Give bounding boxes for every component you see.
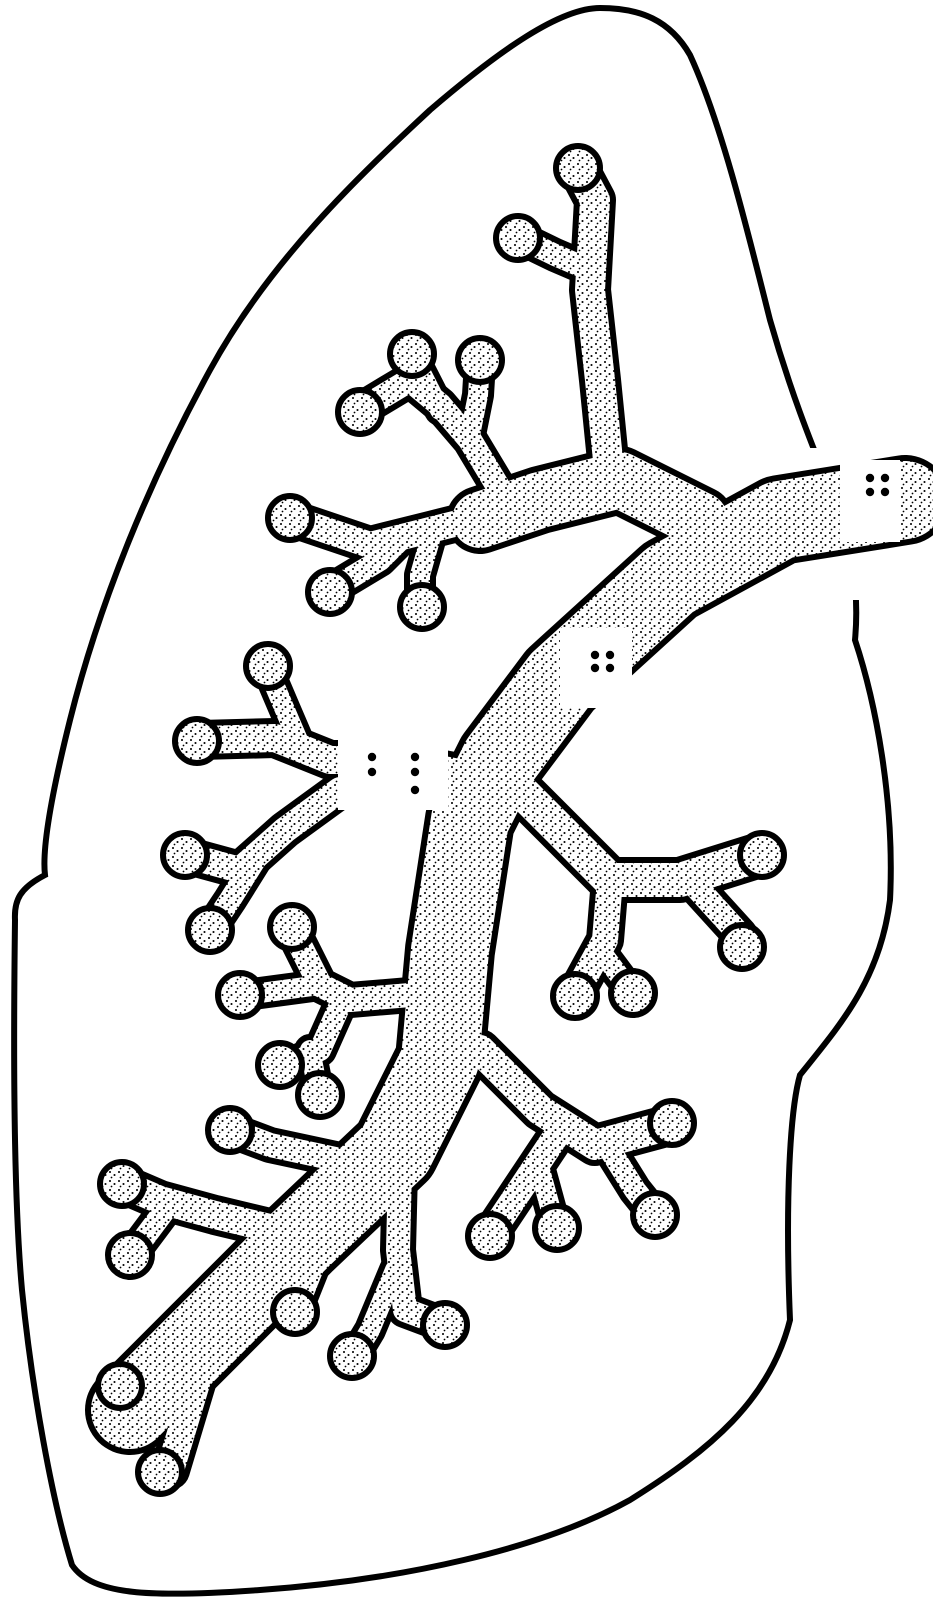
alveolar-sac bbox=[553, 974, 597, 1018]
alveolar-sac bbox=[458, 338, 502, 382]
alveolar-sac bbox=[633, 1193, 677, 1237]
alveolar-sac bbox=[720, 925, 764, 969]
alveolar-sac bbox=[496, 216, 540, 260]
break-mark bbox=[338, 740, 448, 810]
break-mark bbox=[560, 628, 632, 708]
alveolar-sac bbox=[423, 1303, 467, 1347]
alveolar-sac bbox=[390, 332, 434, 376]
alveolar-sac bbox=[330, 1334, 374, 1378]
alveolar-sac bbox=[208, 1108, 252, 1152]
alveolar-sac bbox=[298, 1073, 342, 1117]
alveolar-sac bbox=[308, 570, 352, 614]
break-mark bbox=[840, 460, 900, 542]
alveolar-sac bbox=[218, 973, 262, 1017]
alveolar-sac bbox=[338, 390, 382, 434]
alveolar-sac bbox=[650, 1101, 694, 1145]
alveolar-sac bbox=[740, 833, 784, 877]
alveolar-sac bbox=[246, 644, 290, 688]
alveolar-sac bbox=[556, 146, 600, 190]
alveolar-sac bbox=[258, 1043, 302, 1087]
alveolar-sac bbox=[98, 1364, 142, 1408]
alveolar-sac bbox=[270, 905, 314, 949]
alveolar-sac bbox=[138, 1450, 182, 1494]
alveolar-sac bbox=[108, 1233, 152, 1277]
alveolar-sac bbox=[400, 585, 444, 629]
alveolar-sac bbox=[273, 1290, 317, 1334]
alveolar-sac bbox=[468, 1214, 512, 1258]
alveolar-sac bbox=[100, 1162, 144, 1206]
bronchus-branch-fill bbox=[480, 480, 700, 520]
alveolar-sac bbox=[268, 496, 312, 540]
alveolar-sac bbox=[163, 833, 207, 877]
alveolar-sac bbox=[611, 971, 655, 1015]
alveolar-sac bbox=[175, 719, 219, 763]
alveolar-sac bbox=[535, 1206, 579, 1250]
alveolar-sac bbox=[188, 908, 232, 952]
